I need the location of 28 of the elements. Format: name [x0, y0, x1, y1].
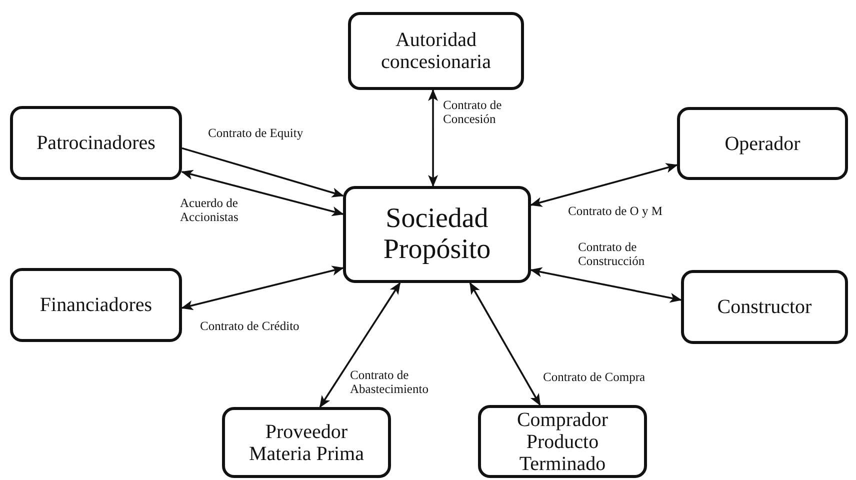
node-label: Operador	[724, 132, 802, 154]
node-label: Patrocinadores	[36, 132, 156, 154]
arrow	[182, 147, 344, 198]
edge-label: Contrato de Crédito	[200, 319, 300, 334]
rounded-box	[681, 270, 848, 344]
edge-label: Contrato de O y M	[568, 204, 662, 218]
rounded-box	[10, 106, 182, 180]
arrow	[530, 267, 682, 303]
arrow	[319, 282, 401, 408]
edge-label: Contrato de Compra	[543, 370, 646, 384]
arrow	[181, 266, 344, 310]
node-label: Proveedor Materia Prima	[248, 420, 365, 464]
rounded-box	[343, 186, 531, 283]
rounded-box	[10, 268, 182, 342]
node-label: Autoridad concesionaria	[380, 29, 492, 73]
node-label: Financiadores	[38, 294, 154, 316]
rounded-box	[222, 407, 391, 478]
node-label: Constructor	[716, 296, 813, 318]
node-label: Comprador Producto Terminado	[516, 408, 610, 474]
node-label: Sociedad Propósito	[382, 204, 492, 266]
rounded-box	[348, 12, 524, 90]
arrow	[181, 170, 344, 216]
edge-label: Contrato de Equity	[208, 126, 304, 140]
arrow	[428, 89, 438, 187]
rounded-box	[478, 405, 647, 478]
arrow	[469, 282, 541, 406]
arrow	[530, 163, 678, 207]
rounded-box	[677, 107, 848, 180]
